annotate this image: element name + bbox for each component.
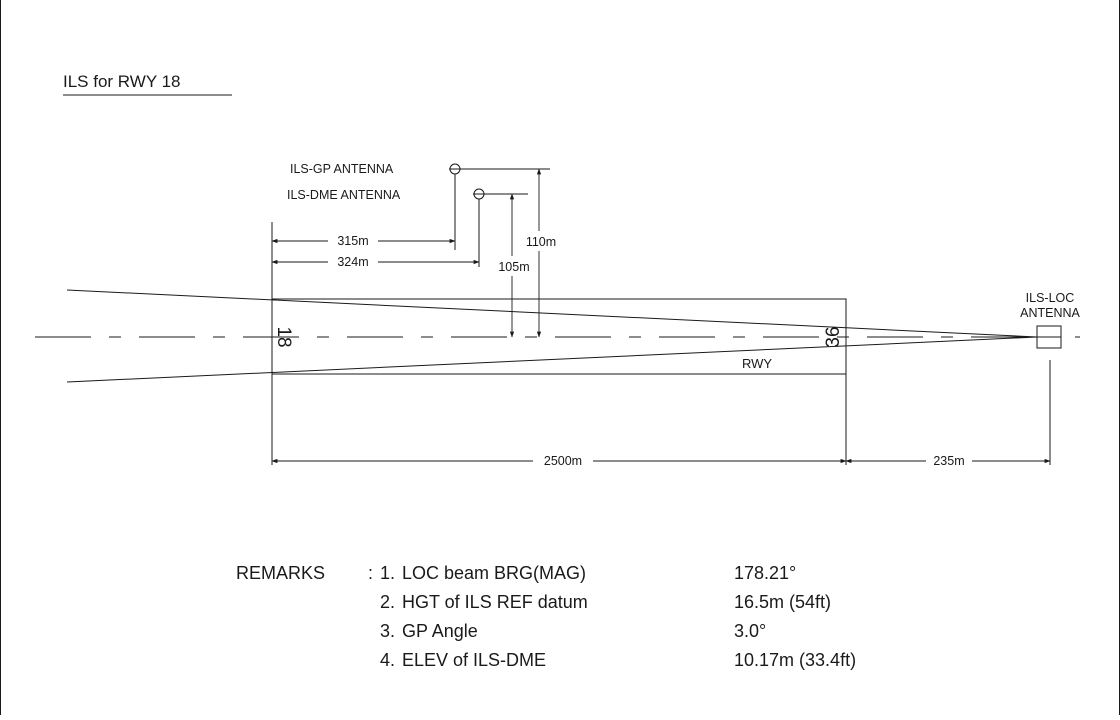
loc-beam-lower — [66, 336, 1038, 383]
remark-1-num: 1. — [380, 563, 395, 583]
threshold-36: 36 — [823, 326, 844, 347]
dim-315-label: 315m — [337, 234, 368, 248]
dim-105-label: 105m — [498, 260, 529, 274]
dim-110-label: 110m — [526, 235, 556, 249]
remark-2-num: 2. — [380, 592, 395, 612]
remark-4-value: 10.17m (33.4ft) — [734, 650, 856, 670]
remark-3-num: 3. — [380, 621, 395, 641]
loc-antenna-label-2: ANTENNA — [1020, 306, 1080, 320]
diagram-title: ILS for RWY 18 — [63, 72, 180, 91]
dim-2500-label: 2500m — [544, 454, 582, 468]
threshold-18: 18 — [273, 326, 294, 347]
remark-4-label: ELEV of ILS-DME — [402, 650, 546, 670]
remark-3-value: 3.0° — [734, 621, 766, 641]
runway-label: RWY — [742, 356, 772, 371]
dim-235-label: 235m — [933, 454, 964, 468]
loc-antenna-label-1: ILS-LOC — [1026, 291, 1075, 305]
remark-3-label: GP Angle — [402, 621, 478, 641]
remarks-heading: REMARKS — [236, 563, 325, 583]
remark-2-value: 16.5m (54ft) — [734, 592, 831, 612]
gp-antenna-label: ILS-GP ANTENNA — [290, 162, 394, 176]
remark-1-value: 178.21° — [734, 563, 796, 583]
remark-1-label: LOC beam BRG(MAG) — [402, 563, 586, 583]
remark-2-label: HGT of ILS REF datum — [402, 592, 588, 612]
dim-324-label: 324m — [337, 255, 368, 269]
remarks-separator: : — [368, 563, 373, 583]
remarks: REMARKS : 1. LOC beam BRG(MAG) 178.21° 2… — [236, 563, 856, 670]
loc-beam-upper — [66, 289, 1038, 338]
remark-4-num: 4. — [380, 650, 395, 670]
dme-antenna-label: ILS-DME ANTENNA — [287, 188, 401, 202]
